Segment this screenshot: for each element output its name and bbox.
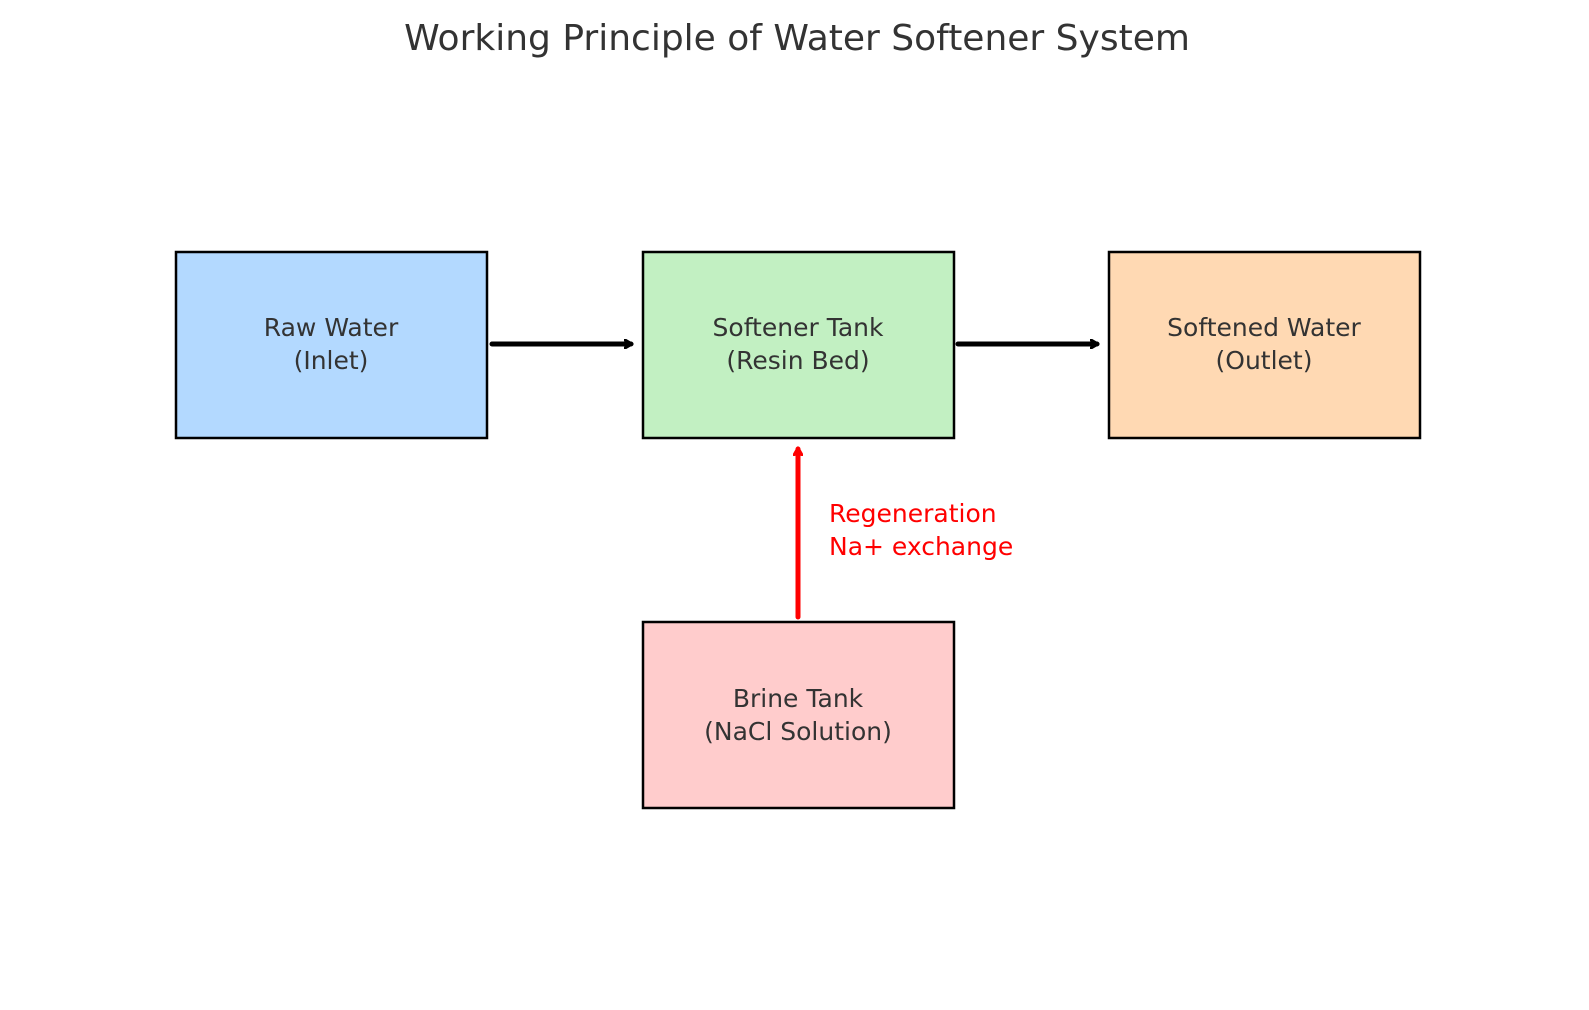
- node-brine-tank: Brine Tank (NaCl Solution): [641, 620, 956, 810]
- node-brine-tank-label-2: (NaCl Solution): [704, 717, 892, 746]
- diagram-title: Working Principle of Water Softener Syst…: [404, 18, 1190, 59]
- node-softened-water: Softened Water (Outlet): [1107, 250, 1422, 440]
- node-raw-water-label-1: Raw Water: [264, 313, 399, 342]
- regeneration-label-2: Na+ exchange: [829, 532, 1013, 561]
- node-raw-water-label-2: (Inlet): [294, 346, 369, 375]
- regeneration-label-1: Regeneration: [829, 499, 997, 528]
- node-softener-tank: Softener Tank (Resin Bed): [641, 250, 956, 440]
- node-brine-tank-box: [641, 620, 956, 810]
- node-softened-water-label-2: (Outlet): [1216, 346, 1313, 375]
- node-softener-tank-label-1: Softener Tank: [713, 313, 884, 342]
- node-softener-tank-label-2: (Resin Bed): [726, 346, 869, 375]
- node-raw-water: Raw Water (Inlet): [174, 250, 489, 440]
- node-raw-water-box: [174, 250, 489, 440]
- node-softened-water-box: [1107, 250, 1422, 440]
- node-softener-tank-box: [641, 250, 956, 440]
- node-softened-water-label-1: Softened Water: [1167, 313, 1361, 342]
- node-brine-tank-label-1: Brine Tank: [733, 684, 864, 713]
